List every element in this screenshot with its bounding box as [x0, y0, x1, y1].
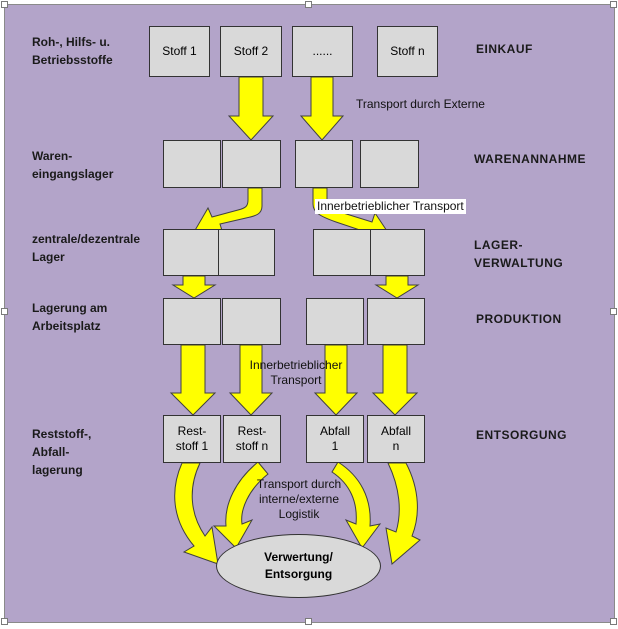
receiving-box	[295, 140, 353, 188]
storage-box	[218, 229, 275, 276]
resize-handle[interactable]	[610, 618, 617, 625]
workplace-box	[306, 298, 364, 345]
curved-down-arrow	[193, 187, 263, 235]
stage-purchasing: EINKAUF	[476, 42, 533, 56]
down-arrow	[227, 76, 275, 141]
receiving-box	[222, 140, 281, 188]
receiving-box	[163, 140, 221, 188]
resize-handle[interactable]	[610, 1, 617, 8]
note-external-transport: Transport durch Externe	[356, 97, 485, 111]
row-label-incoming-storage: Waren- eingangslager	[32, 149, 114, 181]
stage-disposal: ENTSORGUNG	[476, 428, 568, 442]
resize-handle[interactable]	[610, 308, 617, 315]
workplace-box	[367, 298, 425, 345]
storage-box	[163, 229, 219, 276]
row-label-raw-materials: Roh-, Hilfs- u. Betriebsstoffe	[32, 35, 113, 67]
row-label-central-storage: zentrale/dezentrale Lager	[32, 232, 141, 264]
resize-handle[interactable]	[305, 1, 312, 8]
stage-warehouse: LAGER- VERWALTUNG	[474, 238, 564, 270]
waste-box: Abfall n	[367, 415, 425, 463]
curved-disposal-arrow	[174, 462, 219, 565]
note-internal-transport: Innerbetrieblicher Transport	[315, 199, 466, 214]
stage-production: PRODUKTION	[476, 312, 562, 326]
down-arrow	[169, 344, 217, 416]
material-box: Stoff 1	[149, 26, 210, 77]
material-box: Stoff n	[377, 26, 438, 77]
down-arrow	[371, 344, 419, 416]
resize-handle[interactable]	[1, 308, 8, 315]
row-label-workplace-storage: Lagerung am Arbeitsplatz	[32, 301, 108, 333]
material-box: Stoff 2	[220, 26, 282, 77]
stage-receiving: WARENANNAHME	[474, 152, 586, 166]
down-arrow	[171, 275, 217, 299]
waste-box: Abfall 1	[306, 415, 364, 463]
down-arrow	[374, 275, 420, 299]
resize-handle[interactable]	[305, 618, 312, 625]
note-logistics-transport: Transport durch interne/externe Logistik	[256, 477, 342, 521]
workplace-box	[163, 298, 221, 345]
storage-box	[370, 229, 425, 276]
workplace-box	[222, 298, 281, 345]
waste-box: Rest- stoff 1	[163, 415, 221, 463]
resize-handle[interactable]	[1, 618, 8, 625]
down-arrow	[228, 344, 274, 416]
down-arrow	[313, 344, 359, 416]
receiving-box	[360, 140, 419, 188]
note-internal-transport-2: Innerbetrieblicher Transport	[249, 358, 343, 387]
resize-handle[interactable]	[1, 1, 8, 8]
storage-box	[313, 229, 371, 276]
disposal-ellipse: Verwertung/ Entsorgung	[216, 534, 381, 598]
down-arrow	[299, 76, 345, 141]
curved-disposal-arrow	[385, 462, 421, 565]
row-label-residual-storage: Reststoff-, Abfall- lagerung	[32, 427, 92, 477]
waste-box: Rest- stoff n	[223, 415, 281, 463]
material-box: ......	[292, 26, 353, 77]
